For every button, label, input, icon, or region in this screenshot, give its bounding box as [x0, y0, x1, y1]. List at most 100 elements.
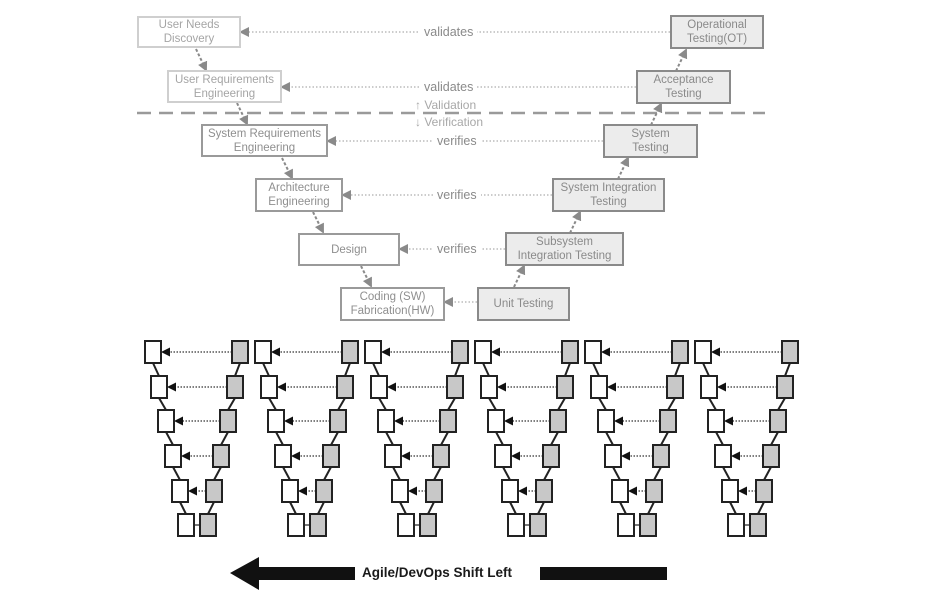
mini-test-box — [439, 409, 457, 433]
mini-requirement-box — [707, 409, 725, 433]
mini-requirement-box — [171, 479, 189, 503]
mini-test-box — [556, 375, 574, 399]
box-coding-fabrication: Coding (SW)Fabrication(HW) — [340, 287, 445, 321]
mini-test-box — [219, 409, 237, 433]
mini-requirement-box — [260, 375, 278, 399]
mini-test-box — [419, 513, 437, 537]
mini-requirement-box — [590, 375, 608, 399]
relation-label-validates: validates — [420, 25, 478, 39]
mini-v-model — [144, 340, 249, 537]
mini-test-box — [762, 444, 780, 468]
mini-test-box — [639, 513, 657, 537]
mini-test-box — [341, 340, 359, 364]
mini-requirement-box — [714, 444, 732, 468]
mini-requirement-box — [150, 375, 168, 399]
mini-requirement-box — [254, 340, 272, 364]
mini-requirement-box — [370, 375, 388, 399]
mini-v-models — [144, 340, 799, 537]
mini-requirement-box — [281, 479, 299, 503]
mini-test-box — [231, 340, 249, 364]
mini-requirement-box — [727, 513, 745, 537]
mini-requirement-box — [617, 513, 635, 537]
box-design: Design — [298, 233, 400, 266]
mini-requirement-box — [694, 340, 712, 364]
validation-label: ↑ Validation — [415, 98, 477, 112]
shift-left-label: Agile/DevOps Shift Left — [362, 565, 513, 580]
mini-requirement-box — [507, 513, 525, 537]
mini-test-box — [199, 513, 217, 537]
mini-requirement-box — [377, 409, 395, 433]
mini-requirement-box — [164, 444, 182, 468]
mini-test-box — [549, 409, 567, 433]
mini-test-box — [755, 479, 773, 503]
relation-label-verifies: verifies — [433, 188, 481, 202]
mini-requirement-box — [494, 444, 512, 468]
mini-requirement-box — [287, 513, 305, 537]
mini-test-box — [446, 375, 464, 399]
mini-test-box — [315, 479, 333, 503]
mini-requirement-box — [391, 479, 409, 503]
mini-requirement-box — [157, 409, 175, 433]
mini-test-box — [645, 479, 663, 503]
mini-test-box — [776, 375, 794, 399]
mini-test-box — [542, 444, 560, 468]
mini-requirement-box — [144, 340, 162, 364]
mini-test-box — [329, 409, 347, 433]
mini-requirement-box — [480, 375, 498, 399]
mini-requirement-box — [384, 444, 402, 468]
mini-test-box — [309, 513, 327, 537]
mini-test-box — [769, 409, 787, 433]
mini-requirement-box — [397, 513, 415, 537]
mini-test-box — [666, 375, 684, 399]
mini-test-box — [671, 340, 689, 364]
mini-test-box — [535, 479, 553, 503]
mini-test-box — [425, 479, 443, 503]
mini-test-box — [226, 375, 244, 399]
mini-v-model — [474, 340, 579, 537]
mini-test-box — [322, 444, 340, 468]
verification-label: ↓ Verification — [415, 115, 484, 129]
mini-requirement-box — [721, 479, 739, 503]
mini-test-box — [561, 340, 579, 364]
mini-test-box — [451, 340, 469, 364]
mini-requirement-box — [364, 340, 382, 364]
mini-requirement-box — [604, 444, 622, 468]
mini-requirement-box — [487, 409, 505, 433]
mini-requirement-box — [474, 340, 492, 364]
mini-test-box — [659, 409, 677, 433]
mini-test-box — [652, 444, 670, 468]
mini-requirement-box — [274, 444, 292, 468]
mini-v-model — [694, 340, 799, 537]
shift-left-arrow — [230, 557, 667, 590]
mini-requirement-box — [700, 375, 718, 399]
mini-requirement-box — [177, 513, 195, 537]
relation-label-verifies: verifies — [433, 242, 481, 256]
mini-test-box — [432, 444, 450, 468]
mini-requirement-box — [597, 409, 615, 433]
mini-test-box — [529, 513, 547, 537]
relation-label-verifies: verifies — [433, 134, 481, 148]
mini-v-model — [584, 340, 689, 537]
relation-label-validates: validates — [420, 80, 478, 94]
mini-requirement-box — [267, 409, 285, 433]
mini-test-box — [212, 444, 230, 468]
mini-v-model — [364, 340, 469, 537]
mini-test-box — [336, 375, 354, 399]
mini-test-box — [749, 513, 767, 537]
box-unit-testing: Unit Testing — [477, 287, 570, 321]
mini-v-model — [254, 340, 359, 537]
mini-test-box — [205, 479, 223, 503]
mini-requirement-box — [611, 479, 629, 503]
mini-requirement-box — [501, 479, 519, 503]
